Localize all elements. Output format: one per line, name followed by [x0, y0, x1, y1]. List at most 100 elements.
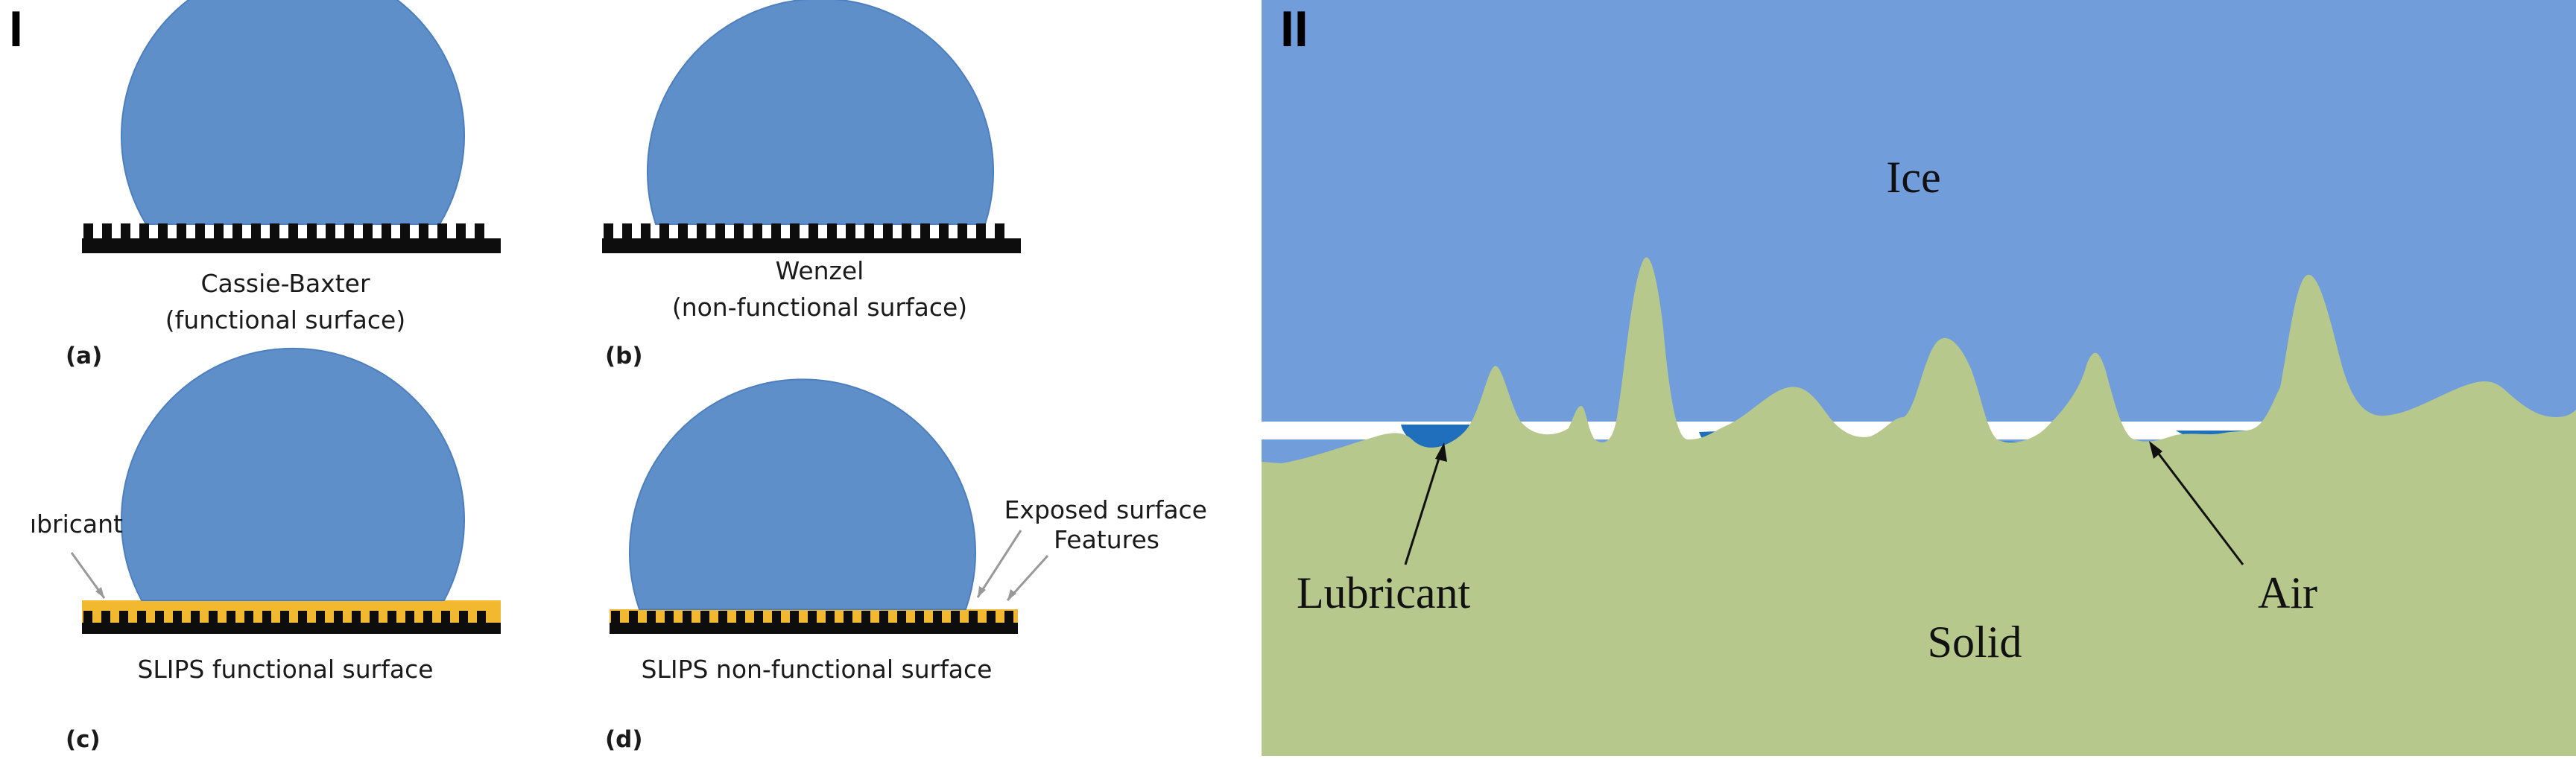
pillar: [827, 223, 837, 240]
pillar: [1004, 611, 1013, 624]
pillar: [456, 223, 466, 240]
pillar: [734, 223, 744, 240]
pillar: [280, 611, 289, 624]
pillar: [883, 223, 893, 240]
pillar: [808, 223, 818, 240]
caption-a-line2: (functional surface): [165, 305, 405, 334]
diagram-b: Wenzel (non-functional surface) (b): [602, 0, 1021, 369]
droplet-c: [121, 347, 465, 601]
droplet-a: [121, 0, 465, 225]
pillar: [976, 223, 986, 240]
letter-c: (c): [66, 726, 101, 753]
pillar: [897, 611, 906, 624]
pillars-a: [83, 223, 484, 240]
pillar: [715, 223, 725, 240]
pillar: [736, 611, 745, 624]
pillar: [939, 223, 949, 240]
pillars-c: [83, 611, 486, 624]
pillars-b: [604, 223, 1004, 240]
label-lubricant: Lubricant: [1297, 568, 1471, 617]
pillar: [459, 611, 468, 624]
pillar: [718, 611, 727, 624]
pillar: [419, 223, 428, 240]
panel-label-II: II: [1280, 1, 1308, 57]
letter-d: (d): [605, 726, 643, 753]
pillar: [316, 611, 325, 624]
panel-label-I: I: [9, 1, 23, 57]
pillar: [678, 223, 688, 240]
letter-b: (b): [605, 343, 643, 369]
pillar: [251, 223, 261, 240]
arrow-air: [2154, 449, 2244, 565]
callout-arrowhead-d2: [1007, 589, 1016, 600]
pillar: [826, 611, 835, 624]
pillar: [641, 223, 651, 240]
pillar: [177, 223, 186, 240]
pillar: [951, 611, 960, 624]
pillar: [604, 223, 613, 240]
pillar: [363, 223, 373, 240]
pillar: [352, 611, 361, 624]
pillar: [400, 223, 410, 240]
pillar: [441, 611, 450, 624]
pillar: [344, 223, 354, 240]
pillar: [915, 611, 924, 624]
pillar: [933, 611, 942, 624]
pillar: [995, 223, 1004, 240]
pillar: [697, 223, 706, 240]
letter-a: (a): [66, 343, 102, 369]
label-solid: Solid: [1928, 617, 2022, 667]
callout-arrow-d1: [976, 530, 1022, 598]
substrate-d: [610, 623, 1018, 634]
pillar: [622, 223, 632, 240]
pillar: [155, 611, 164, 624]
pillar: [370, 611, 379, 624]
arrow-lubricant: [1404, 451, 1443, 565]
callout-features: Features: [1054, 525, 1159, 554]
pillar: [119, 611, 128, 624]
caption-b-line2: (non-functional surface): [672, 293, 967, 322]
panel-II: Ice Solid Lubricant Air II: [1262, 0, 2576, 756]
pillar: [288, 223, 298, 240]
pillar: [700, 611, 709, 624]
pillar: [405, 611, 414, 624]
pillar: [861, 611, 870, 624]
pillar: [173, 611, 182, 624]
pillar: [808, 611, 817, 624]
pillar: [437, 223, 447, 240]
pillar: [298, 611, 307, 624]
substrate-a: [82, 238, 501, 253]
pillar: [611, 611, 620, 624]
pillar: [846, 223, 855, 240]
pillar: [195, 223, 205, 240]
label-air: Air: [2258, 568, 2317, 617]
pillar: [958, 223, 967, 240]
pillar: [647, 611, 656, 624]
pillar: [969, 611, 978, 624]
caption-d: SLIPS non-functional surface: [642, 655, 993, 684]
pillar: [101, 611, 110, 624]
pillar: [790, 611, 799, 624]
arrowhead-air: [2149, 441, 2162, 459]
pillar: [227, 611, 235, 624]
pillar: [83, 611, 92, 624]
pillar: [771, 223, 781, 240]
pillar: [423, 611, 432, 624]
pillar: [158, 223, 168, 240]
caption-a-line1: Cassie-Baxter: [200, 269, 370, 298]
pillar: [191, 611, 200, 624]
arrowhead-lubricant: [1435, 442, 1447, 462]
pillar: [139, 223, 149, 240]
pillars-d: [611, 611, 1013, 624]
pillar: [214, 223, 224, 240]
solid-region: [1262, 257, 2576, 756]
pillar: [902, 223, 911, 240]
pillar: [665, 611, 674, 624]
label-ice: Ice: [1886, 153, 1940, 202]
pillar: [475, 223, 484, 240]
callout-arrowhead-d1: [978, 586, 986, 597]
pillar: [326, 223, 335, 240]
pillar: [382, 223, 391, 240]
pillar: [864, 223, 874, 240]
